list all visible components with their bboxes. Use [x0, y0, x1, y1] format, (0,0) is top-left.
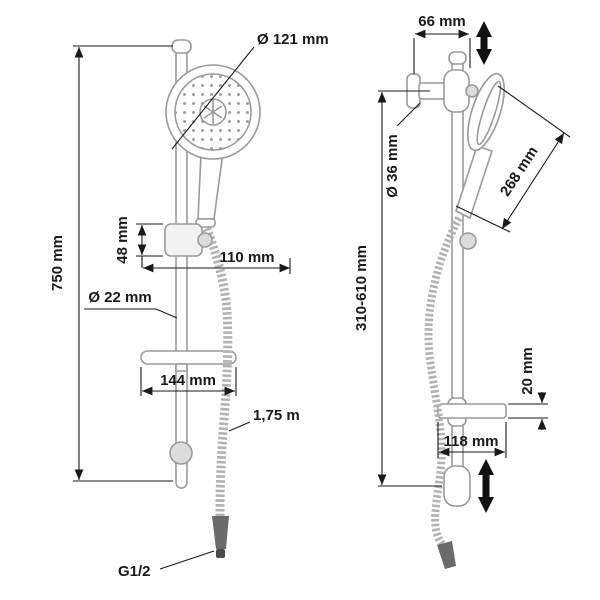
- dim-head-diameter: Ø 121 mm: [171, 31, 329, 150]
- side-hose-connector: [437, 541, 456, 569]
- dim-dish-height: 20 mm: [508, 347, 548, 430]
- front-view: Ø 121 mm 750 mm 48 mm 110 mm: [49, 31, 329, 580]
- handshower-length-label: 268 mm: [497, 143, 542, 199]
- rail-diameter-label: Ø 22 mm: [88, 289, 151, 306]
- side-rail-top-cap: [448, 51, 467, 65]
- front-rail-top-cap: [171, 39, 192, 54]
- front-hand-shower: [165, 64, 261, 228]
- adjust-arrow-bottom-icon: [478, 459, 494, 513]
- bracket-diameter-label: Ø 36 mm: [384, 134, 401, 197]
- hose-length-label: 1,75 m: [253, 407, 300, 424]
- dim-thread: G1/2: [118, 550, 215, 580]
- side-bottom-bracket: [443, 465, 471, 507]
- rail-height-label: 750 mm: [49, 235, 66, 291]
- dim-dish-width: 144 mm: [140, 367, 237, 396]
- slider-height-label: 48 mm: [114, 216, 131, 264]
- dim-rail-height: 750 mm: [49, 45, 173, 482]
- dish-depth-label: 118 mm: [443, 433, 498, 450]
- dim-bracket-depth: 66 mm: [413, 13, 471, 74]
- dim-slider-reach: 110 mm: [143, 249, 291, 274]
- dim-dish-depth: 118 mm: [437, 422, 507, 458]
- side-hose: [424, 216, 463, 549]
- dish-height-label: 20 mm: [519, 347, 536, 395]
- dim-rail-diameter: Ø 22 mm: [84, 289, 178, 319]
- side-slider-knob: [459, 232, 477, 250]
- front-dimensions: Ø 121 mm 750 mm 48 mm 110 mm: [49, 31, 329, 580]
- side-soap-dish: [437, 397, 507, 427]
- thread-label: G1/2: [118, 563, 151, 580]
- dim-hose-length: 1,75 m: [228, 407, 300, 432]
- mount-range-label: 310-610 mm: [353, 245, 370, 331]
- front-hose-connector: [212, 516, 229, 558]
- dim-bracket-diameter: Ø 36 mm: [384, 102, 421, 198]
- slider-reach-label: 110 mm: [219, 249, 274, 266]
- front-bottom-knob: [169, 441, 193, 465]
- front-soap-dish: [140, 350, 237, 372]
- dim-slider-height: 48 mm: [114, 216, 163, 268]
- bracket-depth-label: 66 mm: [418, 13, 466, 30]
- side-hand-shower: [455, 72, 505, 219]
- front-slider: [164, 223, 213, 257]
- head-diameter-label: Ø 121 mm: [257, 31, 329, 48]
- adjust-arrow-top-icon: [476, 21, 492, 65]
- dish-width-label: 144 mm: [160, 372, 216, 389]
- dim-mount-range: 310-610 mm: [353, 90, 442, 487]
- side-view: 66 mm Ø 36 mm 310-610 mm 268 mm: [353, 13, 571, 569]
